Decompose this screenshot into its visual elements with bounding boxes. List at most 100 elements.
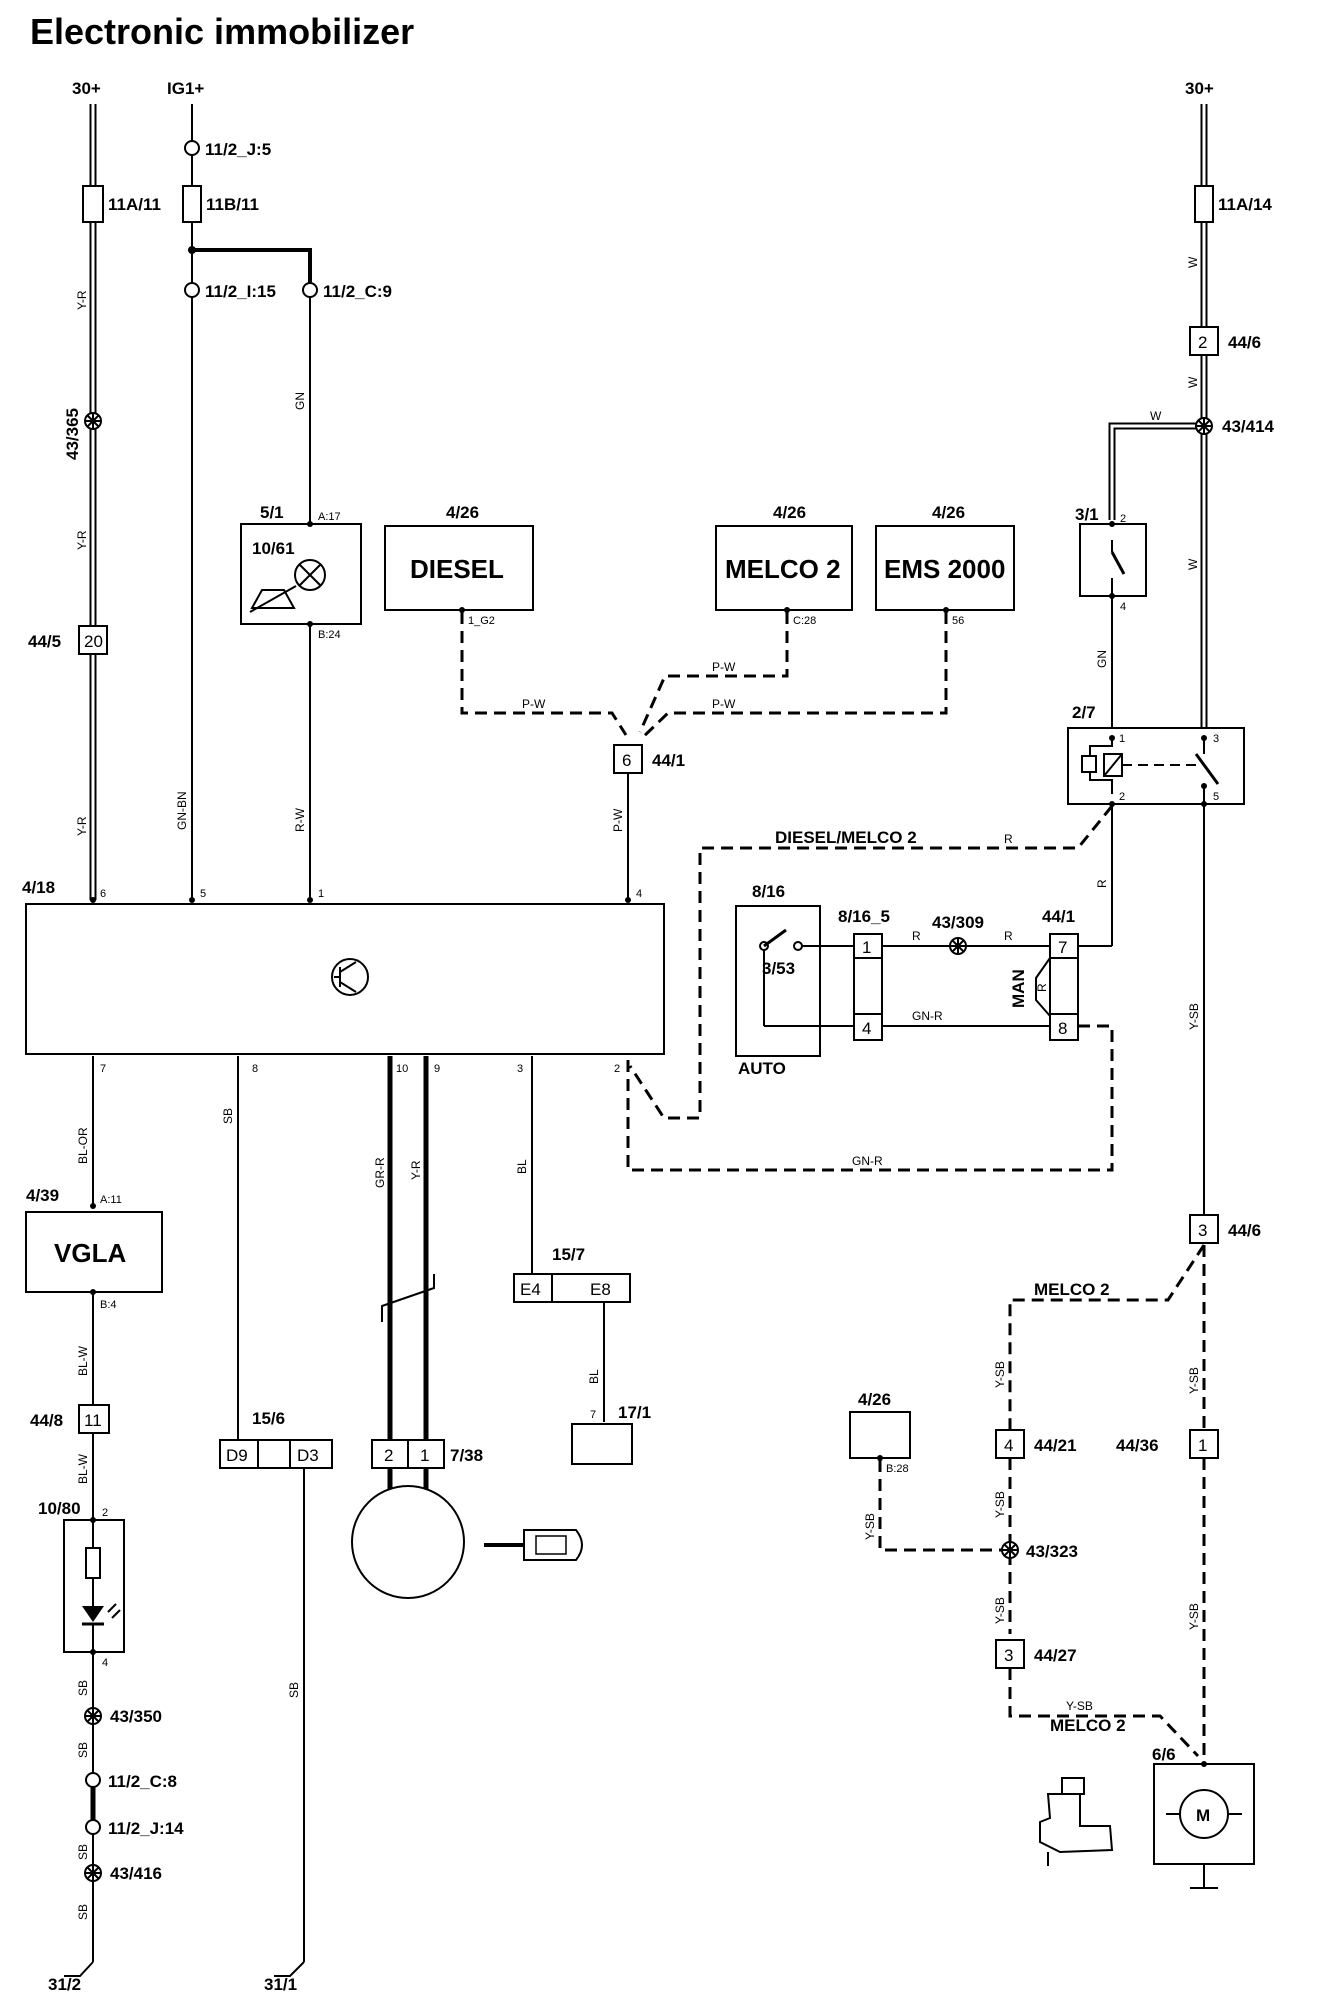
wire-color: SB	[76, 1680, 90, 1696]
wire-color: GN	[1095, 650, 1109, 668]
pin-label: 7	[100, 1063, 106, 1075]
switch-contact-icon	[1110, 551, 1126, 575]
wire-color: Y-R	[75, 290, 89, 310]
wire-color: SB	[76, 1904, 90, 1920]
connector-8-16-5-label: 8/16_5	[838, 907, 890, 926]
connector-44-1-label: 44/1	[652, 751, 685, 770]
pin-label: 4	[102, 1657, 108, 1669]
connector-44-8	[78, 1404, 110, 1434]
man-label: MAN	[1009, 969, 1028, 1008]
wire-color: Y-R	[75, 530, 89, 550]
connector-44-36-pin: 1	[1198, 1436, 1207, 1455]
resistor-icon	[85, 1547, 101, 1579]
wire-color: R	[1004, 929, 1013, 943]
connector-11-2-c9	[302, 282, 318, 298]
pin-label: B:4	[100, 1299, 117, 1311]
shield-break-icon	[381, 1274, 435, 1322]
pin-label: 7	[590, 1409, 596, 1421]
pin-label: 5	[200, 888, 206, 900]
fuse-11a-14-label: 11A/14	[1218, 195, 1272, 214]
connector-8-16-5-pin: 1	[862, 938, 871, 957]
connector-11-2-j14-label: 11/2_J:14	[108, 1819, 184, 1838]
component-4-26b	[849, 1411, 911, 1459]
ground-31-1-label: 31/1	[264, 1975, 297, 1994]
connector-15-6-pin: D9	[226, 1446, 248, 1465]
connector-44-27	[995, 1639, 1025, 1669]
wire-color: Y-SB	[993, 1491, 1007, 1518]
connector-11-2-j5	[184, 140, 200, 156]
connector-11-2-j14	[85, 1819, 101, 1835]
component-4-39-label: 4/39	[26, 1186, 59, 1205]
wire-color: R	[1095, 879, 1109, 888]
car-key-icon	[484, 1529, 583, 1561]
connector-11-2-j5-label: 11/2_J:5	[205, 140, 271, 159]
wire-color: SB	[287, 1682, 301, 1698]
pin-label: B:24	[318, 629, 341, 641]
component-10-80-label: 10/80	[38, 1499, 81, 1518]
wire-color: GN-R	[912, 1009, 943, 1023]
wire-color: SB	[76, 1742, 90, 1758]
wire-color: P-W	[522, 697, 546, 711]
connector-44-1b-pin: 7	[1058, 938, 1067, 957]
splice-43-323	[1001, 1541, 1019, 1559]
melco-variant-label: MELCO 2	[1034, 1280, 1110, 1299]
pin-label: A:11	[100, 1194, 122, 1206]
component-diesel-ref: 4/26	[446, 503, 479, 522]
fuse-11a-11	[82, 185, 104, 223]
wire-color: Y-SB	[863, 1513, 877, 1540]
starter-motor-icon	[1039, 1777, 1114, 1866]
wire-variant-label: DIESEL/MELCO 2	[775, 828, 917, 847]
component-10-61-label: 10/61	[252, 539, 295, 558]
connector-15-7-label: 15/7	[552, 1245, 585, 1264]
connector-44-6-bottom	[1189, 1214, 1219, 1244]
wire-color: BL-W	[76, 1453, 90, 1484]
pin-label: B:28	[886, 1463, 909, 1475]
splice-43-309-label: 43/309	[932, 913, 984, 932]
component-ems	[875, 525, 1015, 611]
splice-43-350	[84, 1707, 102, 1725]
pin-label: A:17	[318, 511, 341, 523]
component-2-7-label: 2/7	[1072, 703, 1096, 722]
component-melco	[715, 525, 853, 611]
connector-44-36-label: 44/36	[1116, 1436, 1159, 1455]
pin-label: C:28	[793, 615, 816, 627]
pin-label: 2	[102, 1507, 108, 1519]
fuse-11b-11	[182, 185, 202, 223]
relay-contact-icon	[1194, 753, 1220, 785]
fuse-11a-11-label: 11A/11	[108, 195, 161, 214]
car-key-warning-icon	[249, 585, 297, 613]
splice-43-416	[84, 1864, 102, 1882]
fuse-11b-11-label: 11B/11	[206, 195, 259, 214]
component-melco-label: MELCO 2	[725, 554, 841, 584]
connector-44-27-label: 44/27	[1034, 1646, 1077, 1665]
wire-color: Y-SB	[1066, 1699, 1093, 1713]
connector-15-7	[513, 1273, 631, 1303]
component-ems-label: EMS 2000	[884, 554, 1005, 584]
connector-44-6-pin: 2	[1198, 333, 1207, 352]
connector-15-6	[219, 1439, 333, 1469]
component-diesel	[384, 525, 534, 611]
wire-color: GN-BN	[175, 791, 189, 830]
splice-43-365-label: 43/365	[63, 408, 82, 460]
connector-8-16-5-pin: 4	[862, 1019, 871, 1038]
diagnostic-socket-17-1	[571, 1423, 633, 1465]
relay-coil-icon	[1081, 740, 1123, 794]
connector-44-6b-pin: 3	[1198, 1221, 1207, 1240]
connector-44-5-label: 44/5	[28, 632, 61, 651]
wire-color: P-W	[712, 697, 736, 711]
pin-label: 2	[1119, 791, 1125, 803]
splice-43-309	[949, 937, 967, 955]
connector-44-1b-pin: 8	[1058, 1019, 1067, 1038]
component-6-6-label: 6/6	[1152, 1745, 1176, 1764]
pin-label: 5	[1213, 791, 1219, 803]
connector-7-38-pin: 1	[420, 1446, 429, 1465]
connector-15-6-pin: D3	[297, 1446, 319, 1465]
connector-15-7-pin: E8	[590, 1280, 611, 1299]
wire-color: W	[1186, 376, 1200, 388]
wire-color: Y-R	[409, 1160, 423, 1180]
wire-color: BL-OR	[76, 1127, 90, 1164]
connector-15-7-pin: E4	[520, 1280, 541, 1299]
wire-color: GN-R	[852, 1154, 883, 1168]
wire-color: W	[1186, 558, 1200, 570]
connector-11-2-c8-label: 11/2_C:8	[108, 1772, 177, 1791]
